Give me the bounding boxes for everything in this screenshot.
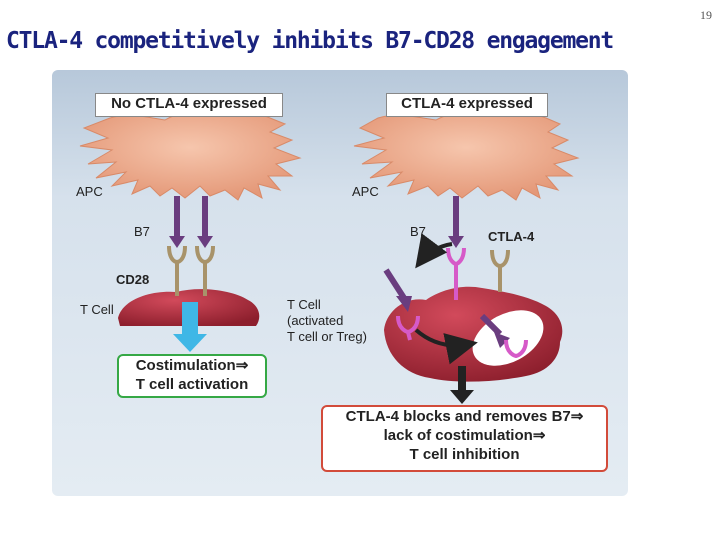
removal-arrow [415, 233, 453, 269]
activation-result-line2: T cell activation [135, 376, 249, 393]
left-apc-cell [79, 111, 302, 201]
implies-arrow-icon: ⇒ [532, 427, 546, 444]
right-ctla4-bound [446, 247, 466, 300]
inhibition-arrow [450, 366, 474, 404]
implies-arrow-icon: ⇒ [570, 408, 584, 425]
left-tcell-label: T Cell [80, 302, 114, 317]
right-apc-label: APC [352, 184, 379, 199]
right-b7-molecule [448, 196, 464, 248]
right-tcell-label-line1: T Cell [287, 297, 321, 312]
internalized-b7-ctla4-complex [479, 313, 528, 359]
right-header: CTLA-4 expressed [386, 93, 548, 117]
right-ctla4-label: CTLA-4 [488, 229, 535, 244]
left-header: No CTLA-4 expressed [95, 93, 283, 117]
inhibition-result-line3: T cell inhibition [409, 446, 520, 463]
activation-result-box: Costimulation⇒ T cell activation [117, 354, 267, 398]
activation-arrow [173, 302, 207, 352]
slide-title: CTLA-4 competitively inhibits B7-CD28 en… [6, 28, 614, 54]
inhibition-result-line2: lack of costimulation [383, 427, 533, 444]
left-cd28-receptor-2 [195, 245, 215, 296]
left-b7-label: B7 [134, 224, 150, 239]
left-cd28-label: CD28 [116, 272, 150, 287]
slide-number: 19 [700, 8, 712, 22]
right-b7-label: B7 [410, 224, 426, 239]
right-tcell-label-line2: (activated [287, 313, 344, 328]
right-cd28-receptor [490, 249, 510, 292]
inhibition-result-line1: CTLA-4 blocks and removes B7 [345, 408, 571, 425]
left-apc-label: APC [76, 184, 103, 199]
implies-arrow-icon: ⇒ [235, 357, 249, 374]
inhibition-result-box: CTLA-4 blocks and removes B7⇒ lack of co… [321, 405, 608, 472]
left-b7-molecule-2 [197, 196, 213, 248]
left-cd28-receptor-1 [167, 245, 187, 296]
internalization-arrow [414, 328, 478, 365]
activation-result-line1: Costimulation [135, 357, 236, 374]
removed-b7-ctla4-complex [383, 268, 420, 341]
right-apc-cell [353, 111, 580, 201]
right-tcell-label-line3: T cell or Treg) [287, 329, 367, 344]
left-b7-molecule-1 [169, 196, 185, 248]
